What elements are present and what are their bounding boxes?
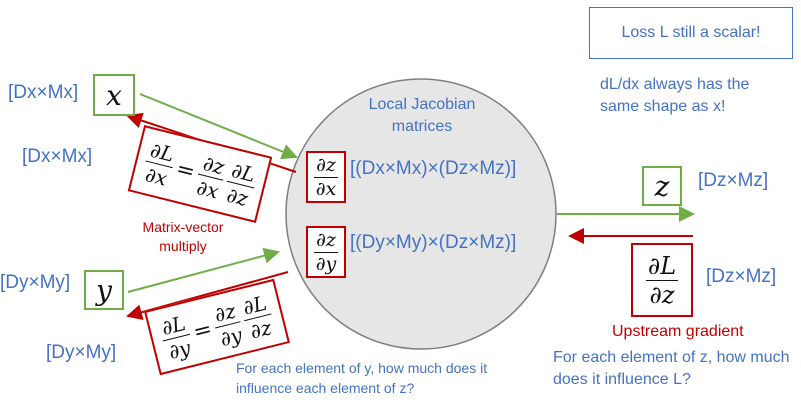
dl-dz-fraction-2: ∂L ∂z [240,290,274,344]
matvec-label-text: Matrix-vector multiply [142,219,224,254]
shape-note-text: dL/dx always has the same shape as x! [600,76,750,115]
jacobian-title: Local Jacobian matrices [340,94,504,137]
scalar-loss-note: Loss L still a scalar! [589,7,793,59]
x-dim-bottom: [Dx×Mx] [22,146,93,167]
caption-y-text: For each element of y, how much does it … [236,360,488,397]
dl-dy-fraction: ∂L ∂y [158,310,193,364]
jacobian-dz-dx: ∂z ∂x [306,151,346,203]
jacobian-title-text: Local Jacobian matrices [368,96,476,135]
matvec-label: Matrix-vector multiply [128,218,238,256]
y-node-label: y [96,273,112,307]
z-node: z [642,166,682,206]
caption-z-text: For each element of z, how much does it … [553,349,790,389]
y-dim-top: [Dy×My] [0,272,71,293]
dldz-dim: [Dz×Mz] [706,266,777,287]
forward-arrow-x [139,93,298,160]
z-dim: [Dz×Mz] [698,170,769,191]
caption-z: For each element of z, how much does it … [553,347,793,392]
jacobian-x-dims: [(Dx×Mx)×(Dz×Mz)] [350,158,517,179]
y-node: y [84,270,124,310]
upstream-gradient-label: Upstream gradient [612,323,744,340]
z-node-label: z [654,169,670,203]
caption-y: For each element of y, how much does it … [236,358,536,399]
shape-note: dL/dx always has the same shape as x! [600,74,790,117]
x-node: x [93,74,135,116]
jacobian-y-dims: [(Dy×My)×(Dz×Mz)] [350,232,517,253]
forward-arrow-y [127,247,280,293]
y-dim-bottom: [Dy×My] [46,342,117,363]
upstream-gradient-box: ∂L ∂z [631,243,693,317]
jacobian-dz-dy: ∂z ∂y [306,226,346,278]
dl-dz-fraction: ∂L ∂z [224,157,258,211]
scalar-loss-note-text: Loss L still a scalar! [621,24,761,41]
x-node-label: x [106,78,122,112]
x-dim-top: [Dx×Mx] [8,82,79,103]
local-jacobian-circle [285,78,557,350]
dl-dx-fraction: ∂L ∂x [142,137,177,191]
